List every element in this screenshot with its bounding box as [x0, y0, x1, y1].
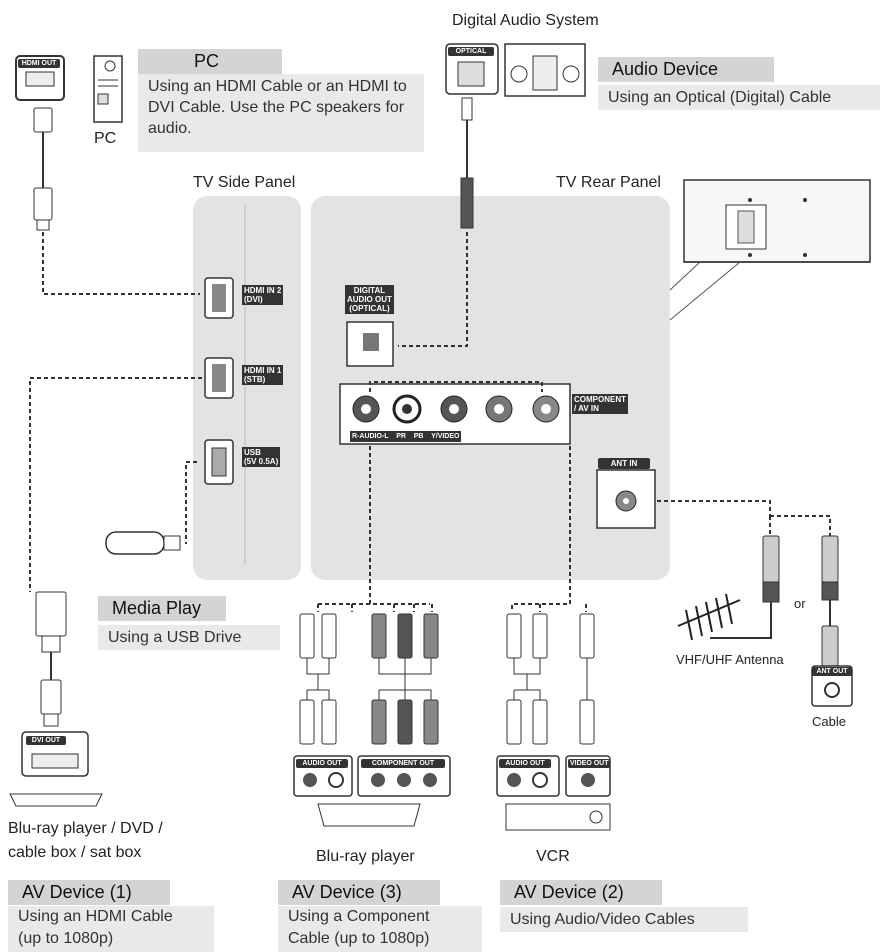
coax-cable: [821, 535, 839, 667]
usb-drive-icon: [105, 531, 181, 555]
media-play-callout-desc: Using a USB Drive: [98, 625, 280, 650]
hdmi-out-tag: HDMI OUT: [18, 59, 60, 68]
vhf-uhf-antenna-label: VHF/UHF Antenna: [676, 652, 784, 667]
digital-audio-out-port-icon: [346, 321, 394, 367]
pc-callout-desc: Using an HDMI Cable or an HDMI to DVI Ca…: [138, 74, 424, 152]
tv-back-icon: [669, 179, 871, 321]
pc-callout-title: PC: [138, 49, 282, 74]
hdmi-in-2-port-icon: [204, 277, 234, 319]
vcr-label: VCR: [536, 848, 570, 865]
optical-tag: OPTICAL: [448, 47, 494, 56]
ant-out-port-icon: [811, 665, 853, 707]
av-device-3-callout-desc-line1: Using a Component: [278, 906, 482, 928]
bluray-dvd-label-line2: cable box / sat box: [8, 844, 142, 861]
digital-audio-system-label: Digital Audio System: [452, 12, 599, 29]
digital-audio-out-label: DIGITAL AUDIO OUT (OPTICAL): [345, 285, 394, 314]
component-av-in-label: COMPONENT / AV IN: [572, 394, 628, 414]
optical-cable: [460, 97, 474, 229]
av-device-1-callout-title: AV Device (1): [8, 880, 170, 905]
dvi-out-tag: DVI OUT: [26, 736, 66, 745]
ant-out-tag: ANT OUT: [812, 667, 852, 676]
pc-tower-icon: [93, 55, 123, 123]
av-device-2-callout-title: AV Device (2): [500, 880, 662, 905]
av-device-3-callout-title: AV Device (3): [278, 880, 440, 905]
bluray-player-1-icon: [9, 793, 103, 807]
or-label: or: [794, 596, 806, 611]
audio-device-callout-title: Audio Device: [598, 57, 774, 82]
ant-in-port-icon: [596, 469, 656, 529]
usb-port-icon: [204, 439, 234, 485]
ant-in-tag: ANT IN: [598, 458, 650, 469]
av2-video-out-tag: VIDEO OUT: [568, 759, 610, 768]
component-row-label: R-AUDIO-L PR PB Y/VIDEO: [350, 431, 462, 442]
pc-hdmi-cable: [33, 107, 53, 231]
audio-system-icon: [504, 43, 586, 97]
dvi-cable: [35, 591, 67, 727]
av3-audio-out-tag: AUDIO OUT: [296, 759, 348, 768]
av3-component-out-tag: COMPONENT OUT: [361, 759, 445, 768]
tv-rear-panel-label: TV Rear Panel: [556, 174, 661, 191]
av-device-1-callout-desc-line1: Using an HDMI Cable: [8, 906, 214, 928]
av-device-1-callout-desc-line2: (up to 1080p): [8, 928, 214, 952]
tv-side-panel-label: TV Side Panel: [193, 174, 296, 191]
usb-label: USB (5V 0.5A): [242, 447, 281, 467]
optical-port-icon: [445, 43, 499, 95]
vcr-icon: [505, 803, 611, 831]
bluray-dvd-label-line1: Blu-ray player / DVD /: [8, 820, 163, 837]
antenna-cable: [710, 535, 780, 639]
bluray-player-3-icon: [317, 803, 421, 827]
media-play-callout-title: Media Play: [98, 596, 226, 621]
hdmi-in-2-label: HDMI IN 2 (DVI): [242, 285, 284, 305]
component-cable-bundle: [299, 613, 439, 745]
cable-label: Cable: [812, 714, 846, 729]
hdmi-in-1-port-icon: [204, 357, 234, 399]
bluray-player-label: Blu-ray player: [316, 848, 415, 865]
av-device-2-callout-desc: Using Audio/Video Cables: [500, 907, 748, 932]
av-cable-bundle: [506, 613, 595, 745]
av-device-3-callout-desc-line2: Cable (up to 1080p): [278, 928, 482, 952]
pc-label: PC: [94, 130, 117, 147]
vhf-uhf-antenna-icon: [677, 593, 741, 641]
hdmi-in-1-label: HDMI IN 1 (STB): [242, 365, 284, 385]
audio-device-callout-desc: Using an Optical (Digital) Cable: [598, 85, 880, 110]
av2-audio-out-tag: AUDIO OUT: [499, 759, 551, 768]
